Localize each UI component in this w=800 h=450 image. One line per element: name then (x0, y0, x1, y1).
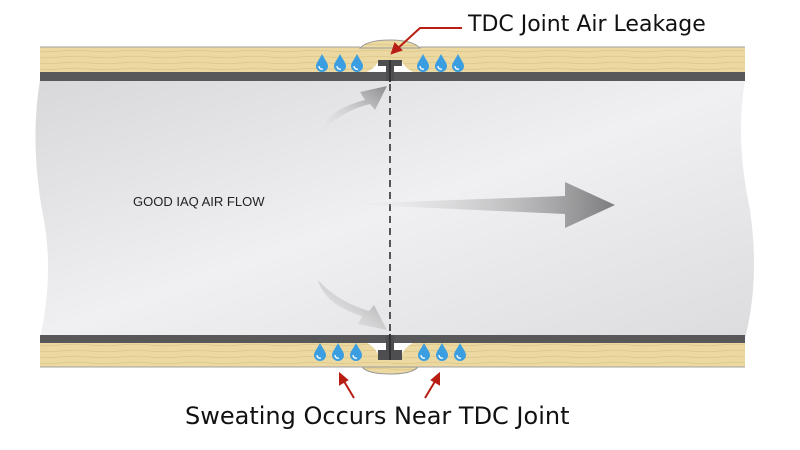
tdc-joint-air-leakage-label: TDC Joint Air Leakage (468, 12, 706, 37)
callout-arrow-top (390, 27, 462, 55)
bottom-duct-wall (40, 335, 745, 375)
leak-arrow-top (320, 86, 387, 135)
callout-arrows-bottom (339, 371, 440, 399)
air-flow-arrow (345, 182, 615, 228)
sweating-label: Sweating Occurs Near TDC Joint (185, 402, 570, 430)
duct-interior (35, 80, 755, 338)
top-duct-wall (40, 39, 745, 81)
leak-arrow-bottom (318, 280, 387, 330)
air-flow-label: GOOD IAQ AIR FLOW (133, 194, 265, 209)
